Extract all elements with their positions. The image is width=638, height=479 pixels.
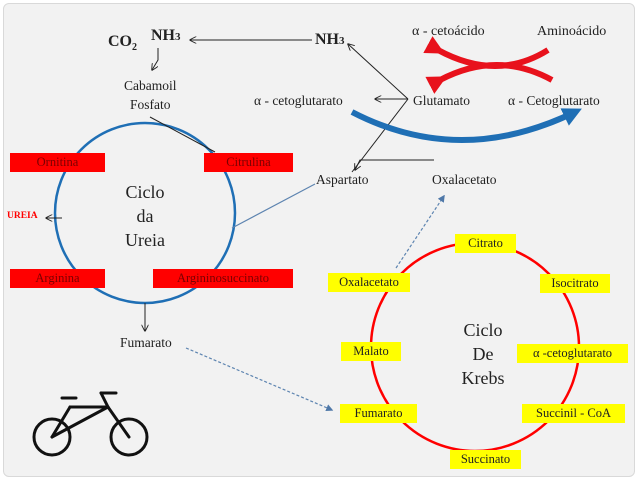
box-argininosuccinato: Argininosuccinato: [153, 269, 293, 288]
nh3-left-label: NH3: [151, 28, 181, 44]
alpha-cetoacido-label: α - cetoácido: [412, 24, 485, 39]
link-aspartato-to-urea: [231, 183, 316, 229]
nh3-right-subscript: 3: [339, 35, 345, 47]
cabamoil-line1: Cabamoil: [124, 78, 177, 93]
link-krebs-to-oxalacetato: [395, 194, 445, 269]
box-citrato: Citrato: [455, 234, 516, 253]
arrow-cabamoil-to-urea: [149, 116, 216, 153]
box-succinato: Succinato: [450, 450, 521, 469]
box-isocitrato: Isocitrato: [540, 274, 610, 293]
alpha-cetoglutarato-right-label: α - Cetoglutarato: [508, 93, 600, 108]
red-arrow-lower: [425, 62, 554, 94]
cabamoil-line2: Fosfato: [130, 96, 171, 112]
alpha-cetoglutarato-left-label: α - cetoglutarato: [254, 93, 343, 108]
box-citrulina: Citrulina: [204, 153, 293, 172]
aspartato-label: Aspartato: [316, 172, 369, 187]
krebs-cycle-title: Ciclo De Krebs: [450, 318, 516, 390]
box-fumarato: Fumarato: [340, 404, 417, 423]
box-ornitina: Ornitina: [10, 153, 105, 172]
line-glutamato-to-aspartato: [351, 98, 409, 173]
fumarato-urea-label: Fumarato: [120, 335, 172, 350]
arrow-to-cabamoil: [152, 48, 159, 70]
nh3-right-label: NH3: [315, 32, 345, 48]
blue-arrow-transamination: [350, 108, 582, 143]
cabamoil-fosfato-label: Cabamoil Fosfato: [124, 79, 177, 111]
aminoacido-label: Aminoácido: [537, 24, 607, 39]
slide-frame: [3, 3, 635, 477]
nh3-left-subscript: 3: [175, 31, 181, 43]
bicycle-icon: [32, 391, 149, 457]
arrow-glutamato-to-nh3: [348, 44, 409, 100]
co2-label: CO2: [108, 34, 137, 53]
krebs-title-line3: Krebs: [461, 368, 505, 388]
urea-title-line3: Ureia: [125, 230, 165, 250]
box-oxalacetato: Oxalacetato: [328, 273, 410, 292]
urea-title-line2: da: [136, 206, 154, 226]
oxalacetato-top-label: Oxalacetato: [432, 172, 497, 187]
glutamato-label: Glutamato: [413, 93, 470, 108]
krebs-title-line1: Ciclo: [463, 320, 503, 340]
co2-text: CO: [108, 33, 132, 50]
link-fumarato-to-krebs: [185, 347, 334, 412]
urea-title-line1: Ciclo: [125, 182, 165, 202]
krebs-title-line2: De: [472, 344, 494, 364]
ureia-label: UREIA: [7, 211, 38, 221]
arrow-oxalacetato-to-aspartato: [355, 159, 434, 170]
box-malato: Malato: [341, 342, 401, 361]
nh3-right-text: NH: [315, 31, 339, 48]
box-alfa-cetoglutarato: α -cetoglutarato: [517, 344, 628, 363]
co2-subscript: 2: [132, 42, 137, 54]
urea-cycle-title: Ciclo da Ureia: [113, 180, 177, 252]
box-succinil-coa: Succinil - CoA: [522, 404, 625, 423]
box-arginina: Arginina: [10, 269, 105, 288]
nh3-left-text: NH: [151, 27, 175, 44]
